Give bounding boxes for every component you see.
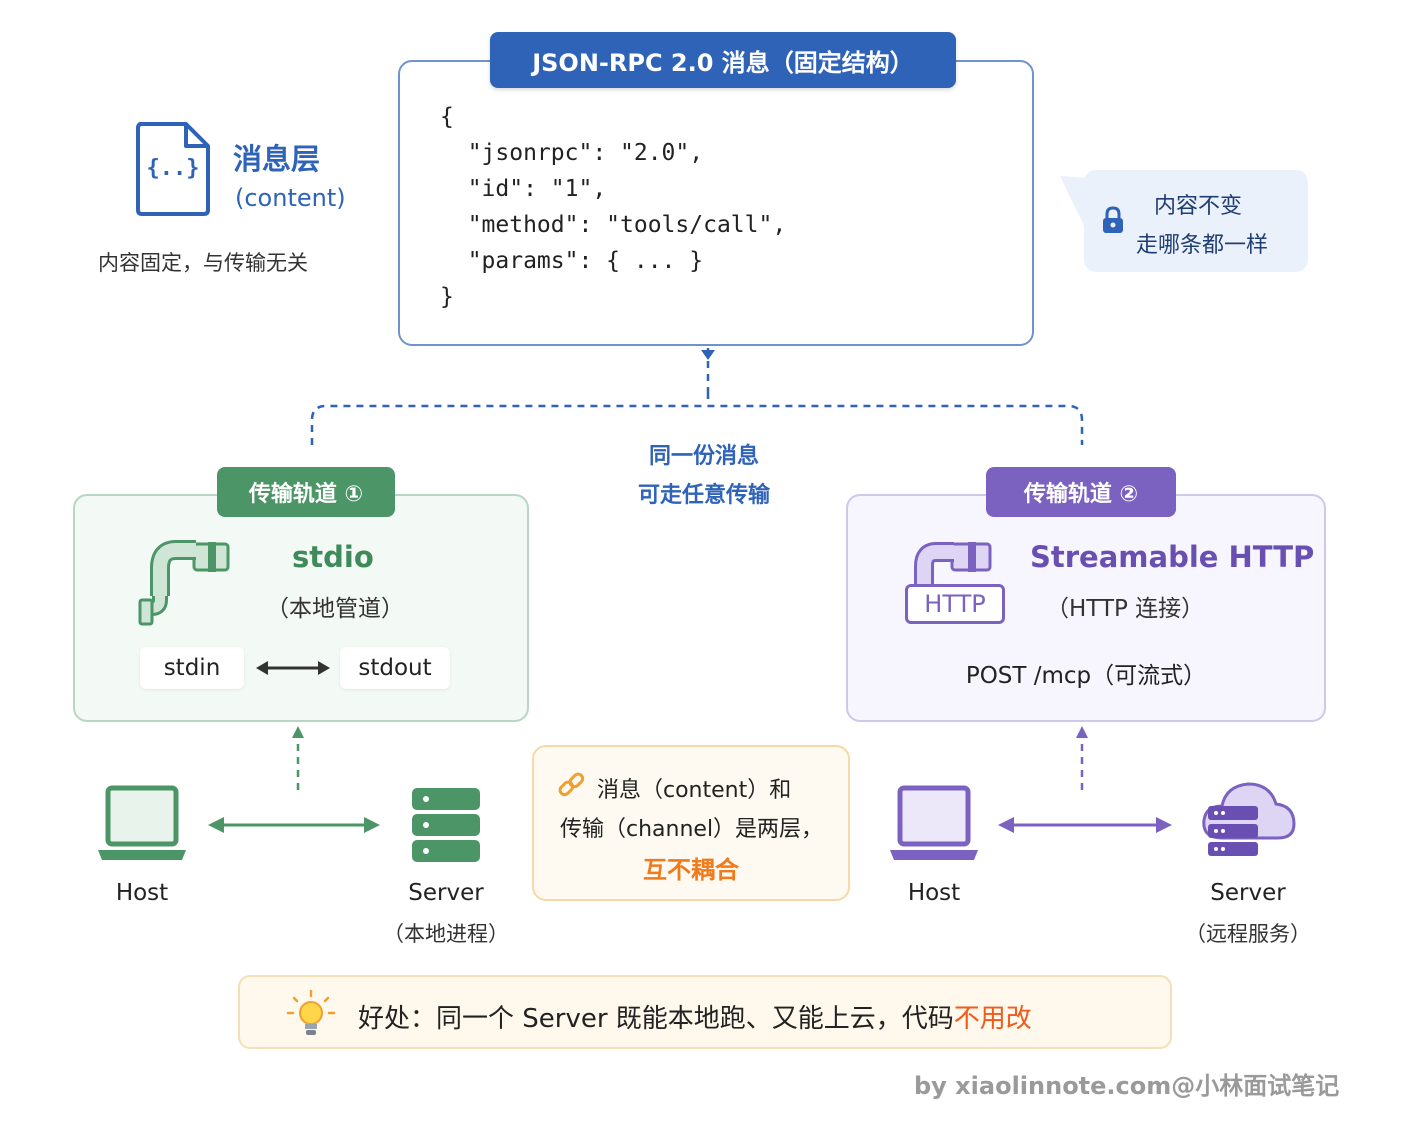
stdio-host-label: Host: [115, 880, 169, 906]
http-server-note: （远程服务）: [1185, 922, 1311, 946]
cloud-server-icon: [1198, 778, 1298, 868]
document-icon-text: {..}: [146, 156, 200, 181]
benefit-text-row: 好处：同一个 Server 既能本地跑、又能上云，代码不用改: [358, 998, 1032, 1035]
decouple-note-box: [532, 745, 850, 901]
code-line: "id": "1",: [440, 176, 607, 202]
http-tag: 传输轨道 ②: [986, 467, 1176, 517]
lightbulb-icon: [284, 988, 338, 1046]
code-line: "method": "tools/call",: [440, 212, 787, 238]
document-code-icon: [134, 120, 212, 218]
benefit-text: 好处：同一个 Server 既能本地跑、又能上云，代码: [358, 1004, 954, 1034]
http-name: Streamable HTTP: [1030, 540, 1315, 574]
invariant-line-1: 内容不变: [1154, 194, 1243, 219]
stdio-tag: 传输轨道 ①: [217, 467, 395, 517]
benefit-box: [238, 975, 1172, 1049]
double-arrow-icon: [254, 657, 332, 683]
http-server-label: Server: [1210, 880, 1286, 906]
pipe-icon: [138, 538, 234, 634]
code-line: {: [440, 104, 454, 130]
message-layer-title: 消息层: [233, 142, 321, 176]
laptop-icon: [888, 784, 980, 868]
stdout-chip: stdout: [340, 647, 450, 689]
code-line: "params": { ... }: [440, 248, 704, 274]
server-stack-icon: [410, 786, 482, 870]
message-layer-note: 内容固定，与传输无关: [98, 251, 308, 275]
code-line: }: [440, 284, 454, 310]
http-box-icon: HTTP: [905, 584, 1005, 624]
message-layer-subtitle: (content): [235, 184, 346, 212]
json-message-box: [398, 60, 1034, 346]
center-note-line-1: 同一份消息: [648, 444, 759, 469]
http-desc: （HTTP 连接）: [1046, 596, 1205, 622]
stdio-desc: （本地管道）: [266, 596, 404, 622]
decouple-line-2: 传输（channel）是两层，: [560, 817, 824, 842]
stdin-chip: stdin: [140, 647, 244, 689]
code-line: "jsonrpc": "2.0",: [440, 140, 704, 166]
callout-pointer: [1060, 176, 1086, 230]
decouple-highlight: 互不耦合: [643, 856, 739, 884]
http-host-label: Host: [907, 880, 961, 906]
json-code-block: { "jsonrpc": "2.0", "id": "1", "method":…: [440, 104, 786, 320]
http-endpoint: POST /mcp（可流式）: [965, 663, 1207, 689]
laptop-icon: [96, 784, 188, 868]
center-note-line-2: 可走任意传输: [637, 483, 770, 508]
stdio-server-label: Server: [408, 880, 484, 906]
stdio-name: stdio: [292, 540, 374, 574]
invariant-line-2: 走哪条都一样: [1136, 233, 1269, 258]
link-icon: [556, 770, 586, 804]
lock-icon: [1100, 205, 1126, 239]
stdio-server-note: （本地进程）: [383, 922, 509, 946]
http-box-label: HTTP: [924, 590, 986, 618]
benefit-highlight: 不用改: [953, 1004, 1032, 1034]
decouple-line-1: 消息（content）和: [597, 778, 792, 803]
http-pipe-icon: [912, 538, 996, 592]
json-message-title: JSON-RPC 2.0 消息（固定结构）: [490, 32, 956, 88]
watermark: by xiaolinnote.com@小林面试笔记: [914, 1072, 1340, 1100]
